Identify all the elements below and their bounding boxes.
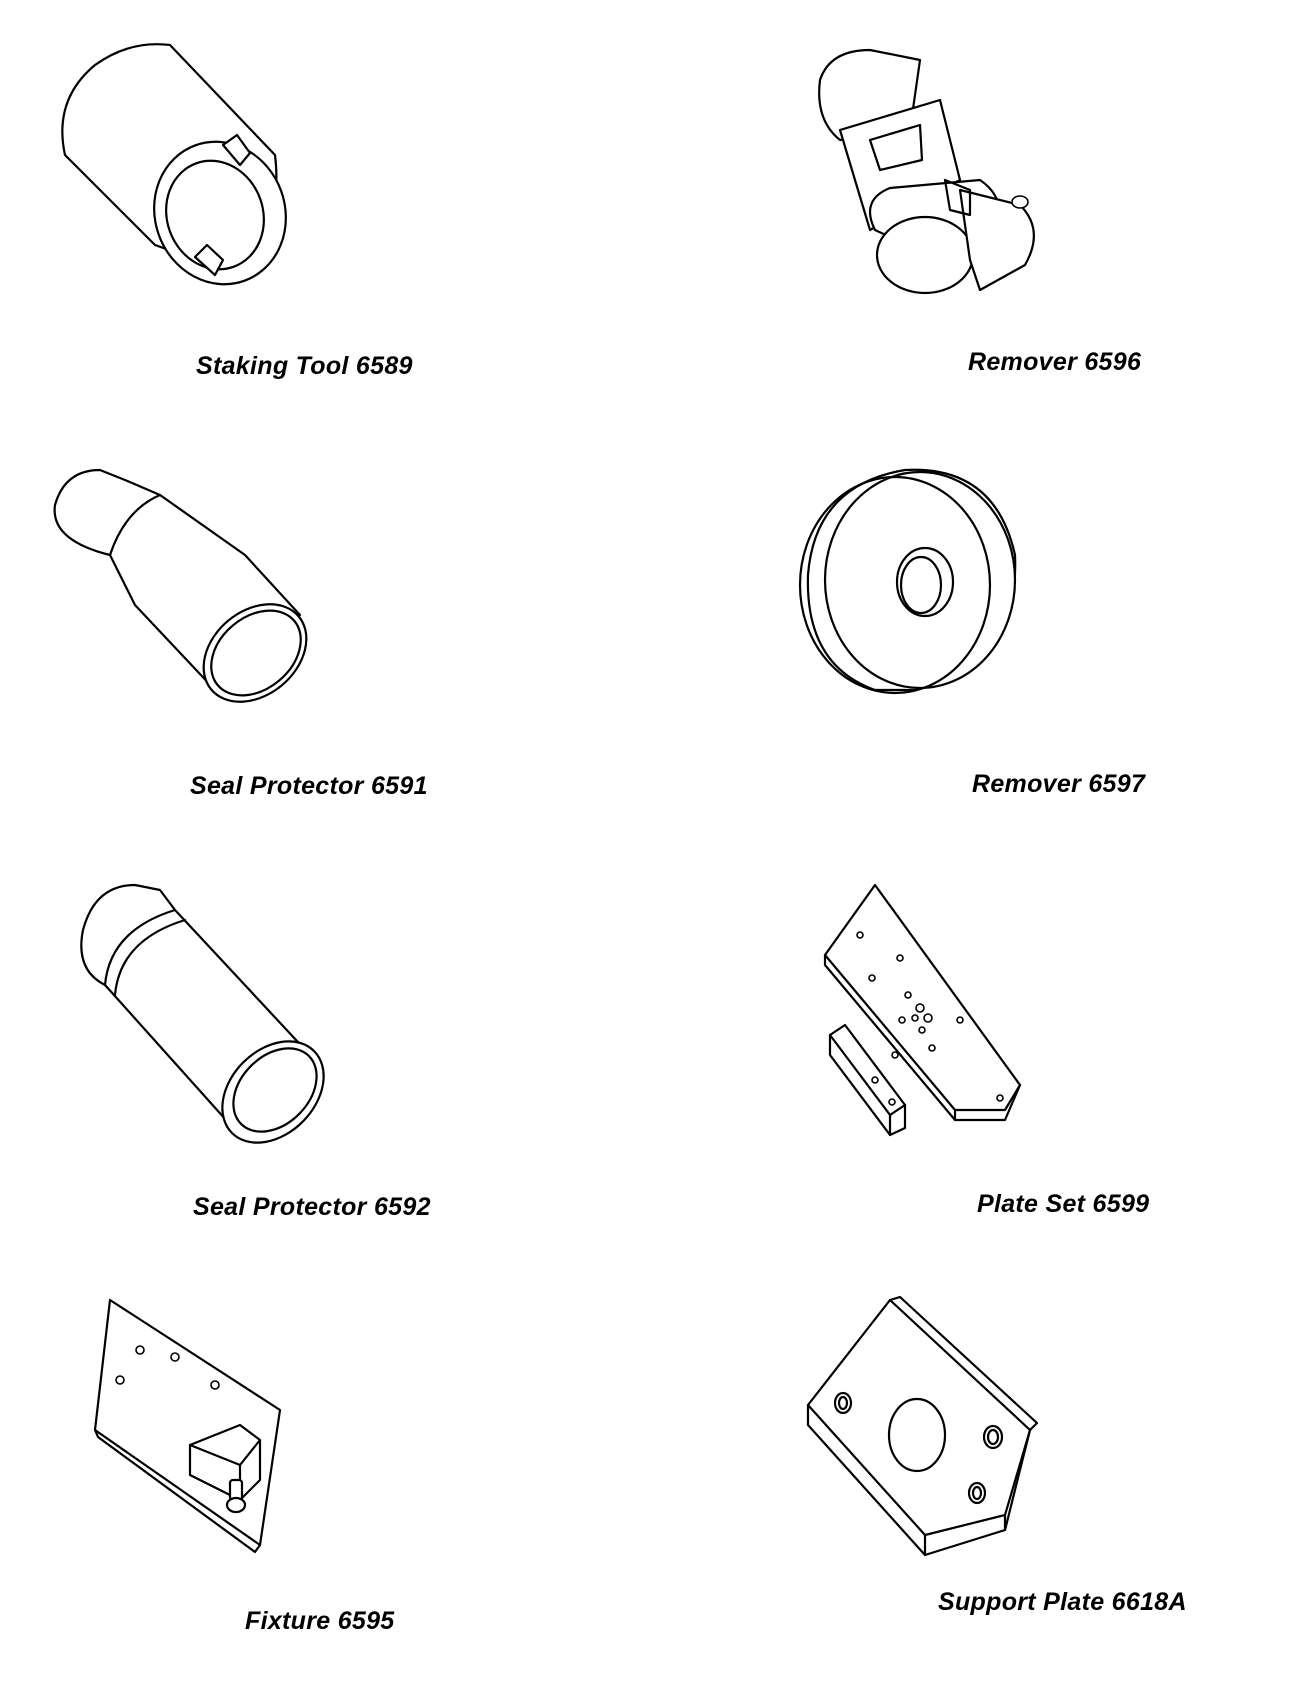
caption-seal-protector-6591: Seal Protector 6591 [190,772,428,800]
caption-remover-6596: Remover 6596 [968,348,1142,376]
support-plate-6618a-drawing [805,1295,1040,1560]
caption-staking-tool-6589: Staking Tool 6589 [196,352,413,380]
caption-plate-set-6599: Plate Set 6599 [977,1190,1150,1218]
staking-tool-6589-drawing [55,35,305,305]
remover-6597-drawing [798,465,1035,695]
caption-fixture-6595: Fixture 6595 [245,1607,395,1635]
caption-support-plate-6618a: Support Plate 6618A [938,1588,1187,1616]
caption-remover-6597: Remover 6597 [972,770,1146,798]
plate-set-6599-drawing [820,880,1030,1140]
remover-6596-drawing [810,40,1060,310]
fixture-6595-drawing [90,1295,290,1555]
caption-seal-protector-6592: Seal Protector 6592 [193,1193,431,1221]
seal-protector-6592-drawing [75,880,335,1144]
seal-protector-6591-drawing [50,465,310,705]
